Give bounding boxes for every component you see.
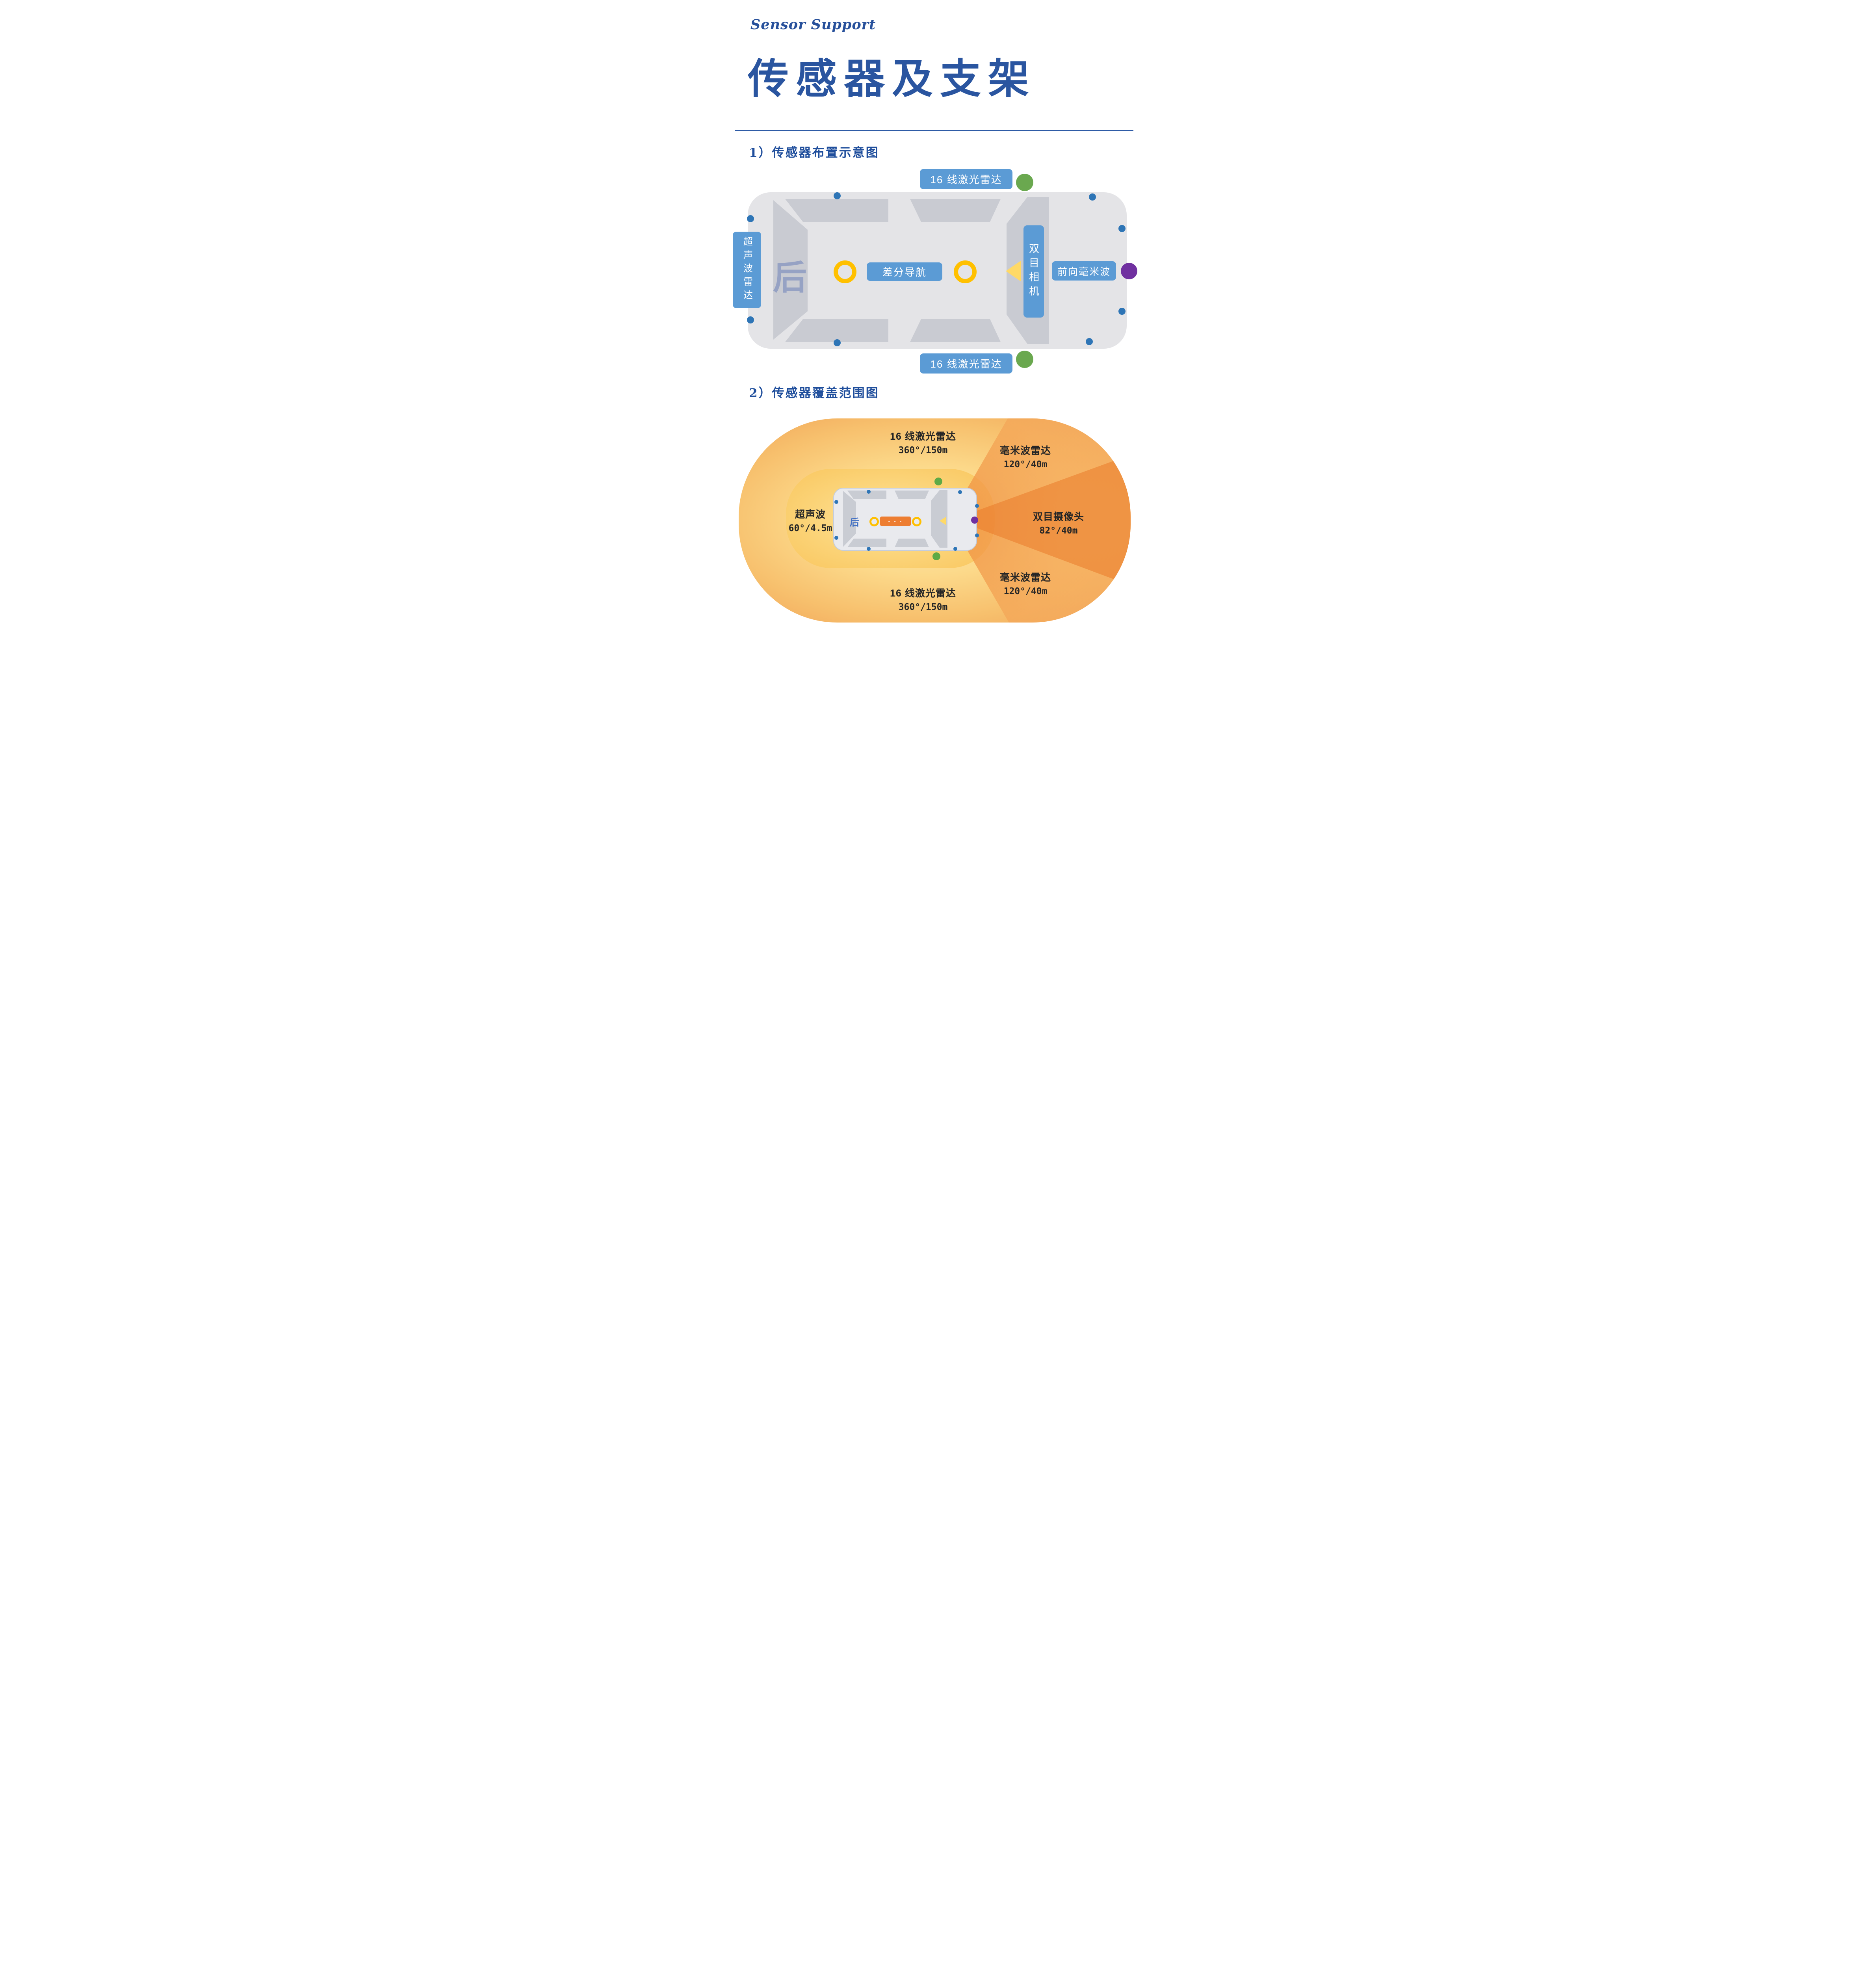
- coverage-map: 后 - - - 16 线激光雷达 360°/150m 毫米波雷达 120°/40…: [739, 418, 1131, 623]
- lidar-top-marker: [1016, 174, 1033, 191]
- front-camera-marker: [1121, 263, 1137, 279]
- camera-fov-arrow: [1006, 261, 1021, 281]
- section2-heading: 2）传感器覆盖范围图: [749, 386, 879, 400]
- divider-line: [735, 130, 1133, 131]
- gnss-antenna-ring: [954, 260, 977, 283]
- coverage-ultrasonic-name: 超声波: [795, 509, 826, 520]
- lidar-bottom-marker: [1016, 351, 1033, 368]
- ultrasonic-dot: [834, 339, 841, 346]
- coverage-lidar-bottom-spec: 360°/150m: [898, 602, 948, 612]
- front-mmwave-label: 前向毫米波: [1052, 261, 1116, 281]
- gnss-antenna-ring: [834, 260, 856, 283]
- mini-gnss-antenna-ring: [912, 517, 921, 526]
- mini-ultrasonic-dot: [958, 490, 962, 494]
- lidar-bottom-label: 16 线激光雷达: [920, 353, 1012, 374]
- page-title: 传感器及支架: [748, 54, 1036, 103]
- coverage-lidar-top-spec: 360°/150m: [898, 445, 948, 455]
- vehicle-mini-top-view: 后 - - -: [833, 488, 979, 551]
- ultrasonic-radar-label: 超声波雷达: [733, 232, 761, 308]
- mini-ultrasonic-dot: [975, 504, 979, 508]
- coverage-mmwave-top-label: 毫米波雷达 120°/40m: [1000, 443, 1051, 470]
- coverage-mmwave-bottom-spec: 120°/40m: [1003, 586, 1048, 597]
- stereo-camera-label: 双目相机: [1023, 225, 1044, 318]
- mini-front-glass-shape: [931, 490, 947, 548]
- mini-rear-glass-shape: [843, 491, 856, 547]
- lidar-top-label: 16 线激光雷达: [920, 169, 1012, 189]
- mini-body-box: - - -: [880, 517, 911, 526]
- mini-rear-direction-mark: 后: [850, 517, 859, 528]
- ultrasonic-dot: [747, 316, 754, 323]
- ultrasonic-dot: [1089, 193, 1096, 201]
- mini-ultrasonic-dot: [867, 547, 871, 551]
- mini-ultrasonic-dot: [834, 536, 838, 540]
- vehicle-top-view: 后 差分导航 双目相机 前向毫米波: [747, 192, 1127, 349]
- mini-ultrasonic-dot: [953, 547, 957, 551]
- coverage-lidar-bottom-name: 16 线激光雷达: [890, 588, 956, 599]
- mini-roof-mid-shape: [895, 491, 929, 499]
- mini-camera-fov-arrow: [940, 517, 946, 525]
- rear-glass-shape: [773, 200, 808, 340]
- mini-roof-mid-bottom-shape: [895, 539, 929, 547]
- coverage-stereo-label: 双目摄像头 82°/40m: [1033, 509, 1084, 536]
- diff-nav-label: 差分导航: [867, 262, 942, 281]
- roof-panel-left-bottom-shape: [785, 319, 888, 342]
- coverage-mmwave-top-name: 毫米波雷达: [999, 445, 1051, 456]
- coverage-mmwave-top-spec: 120°/40m: [1003, 459, 1048, 470]
- ultrasonic-dot: [1118, 225, 1126, 232]
- section1-heading: 1）传感器布置示意图: [749, 146, 879, 160]
- mini-gnss-antenna-ring: [869, 517, 879, 526]
- mini-lidar-bottom-marker: [932, 552, 940, 560]
- coverage-lidar-top-name: 16 线激光雷达: [890, 431, 956, 442]
- ultrasonic-dot: [1118, 308, 1126, 315]
- brand-logo: Sensor Support: [750, 17, 876, 33]
- ultrasonic-dot: [834, 192, 841, 199]
- coverage-mmwave-bottom-name: 毫米波雷达: [999, 572, 1051, 583]
- coverage-stereo-name: 双目摄像头: [1033, 511, 1085, 522]
- coverage-stereo-spec: 82°/40m: [1039, 526, 1078, 536]
- coverage-lidar-bottom-label: 16 线激光雷达 360°/150m: [890, 585, 956, 612]
- mini-ultrasonic-dot: [975, 533, 979, 537]
- mini-front-camera-marker: [971, 517, 978, 524]
- coverage-lidar-top-label: 16 线激光雷达 360°/150m: [890, 429, 956, 455]
- coverage-ultrasonic-spec: 60°/4.5m: [788, 523, 832, 533]
- mini-ultrasonic-dot: [867, 490, 871, 494]
- mini-ultrasonic-dot: [834, 500, 838, 504]
- roof-panel-left-shape: [785, 199, 888, 222]
- ultrasonic-dot: [1086, 338, 1093, 345]
- mini-roof-left-bottom-shape: [847, 539, 886, 547]
- rear-direction-mark: 后: [773, 258, 807, 297]
- coverage-ultrasonic-label: 超声波 60°/4.5m: [789, 507, 832, 533]
- coverage-mmwave-bottom-label: 毫米波雷达 120°/40m: [1000, 570, 1051, 597]
- mini-roof-left-shape: [847, 491, 886, 499]
- roof-panel-mid-bottom-shape: [910, 319, 1001, 342]
- page: Sensor Support 传感器及支架 1）传感器布置示意图 16 线激光雷…: [695, 0, 1181, 627]
- roof-panel-mid-shape: [910, 199, 1001, 222]
- mini-lidar-top-marker: [934, 478, 942, 485]
- ultrasonic-dot: [747, 215, 754, 222]
- mini-roof-shapes: [843, 490, 947, 548]
